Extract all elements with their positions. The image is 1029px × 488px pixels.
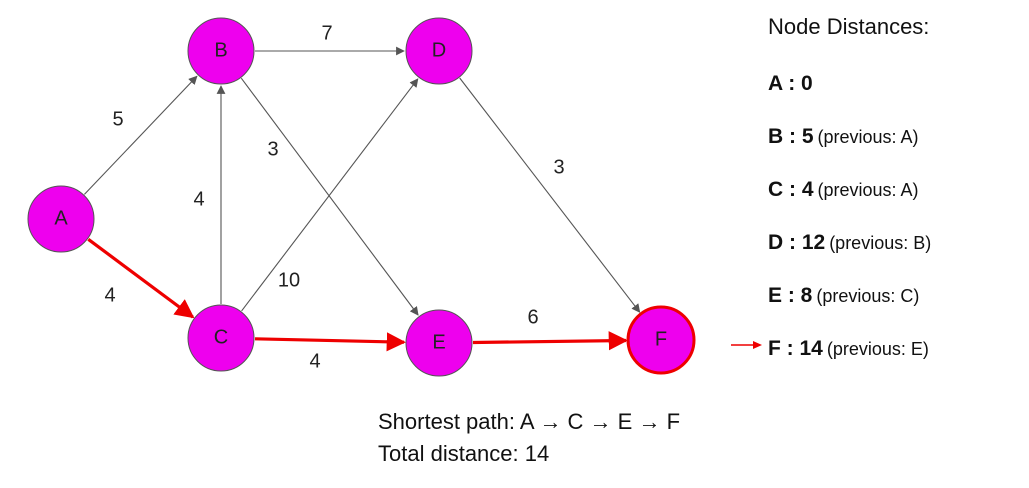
distance-value: E : 8 bbox=[768, 284, 813, 307]
edge-a-b bbox=[84, 75, 198, 195]
edge-weight-label: 5 bbox=[112, 108, 123, 130]
total-distance-text: Total distance: 14 bbox=[378, 441, 550, 466]
edges-layer: 5 4 4 7 3 10 4 3 6 bbox=[84, 22, 641, 372]
distance-row: F : 14(previous: E) bbox=[768, 337, 929, 365]
distance-row: A : 0 bbox=[768, 72, 817, 100]
previous-node: (previous: A) bbox=[817, 127, 919, 147]
nodes-layer: A B C D E F bbox=[27, 17, 696, 377]
node-c bbox=[187, 304, 255, 372]
edge-b-e bbox=[240, 77, 419, 316]
distance-row: B : 5(previous: A) bbox=[768, 125, 919, 153]
node-label: A bbox=[54, 207, 68, 229]
distance-value: C : 4 bbox=[768, 178, 814, 201]
edge-c-d bbox=[241, 78, 419, 312]
distance-row: D : 12(previous: B) bbox=[768, 231, 931, 259]
node-b bbox=[187, 17, 255, 85]
edge-weight-label: 3 bbox=[267, 138, 278, 160]
distance-value: D : 12 bbox=[768, 231, 826, 254]
edge-weight-label: 6 bbox=[527, 306, 538, 328]
edge-e-f bbox=[472, 331, 628, 351]
node-a bbox=[27, 185, 95, 253]
distance-value: B : 5 bbox=[768, 125, 814, 148]
edge-d-f bbox=[459, 77, 641, 313]
edge-c-e bbox=[254, 332, 406, 352]
previous-node: (previous: A) bbox=[817, 180, 919, 200]
panel-title: Node Distances: bbox=[768, 14, 930, 39]
node-d bbox=[405, 17, 473, 85]
previous-node: (previous: E) bbox=[826, 339, 929, 359]
distance-row: E : 8(previous: C) bbox=[768, 284, 919, 312]
shortest-path-text: Shortest path: A → C → E → F bbox=[378, 409, 681, 434]
graph-diagram: 5 4 4 7 3 10 4 3 6 A B C D E F bbox=[27, 17, 696, 377]
node-f bbox=[626, 305, 696, 375]
edge-weight-label: 4 bbox=[193, 188, 204, 210]
red-arrow-icon bbox=[731, 341, 762, 349]
node-label: D bbox=[432, 39, 446, 61]
distance-row: C : 4(previous: A) bbox=[768, 178, 919, 206]
edge-weight-label: 4 bbox=[309, 350, 320, 372]
previous-node: (previous: C) bbox=[816, 286, 920, 306]
node-label: E bbox=[432, 331, 445, 353]
edge-weight-label: 4 bbox=[104, 284, 115, 306]
edge-weight-label: 10 bbox=[278, 269, 300, 291]
distance-value: F : 14 bbox=[768, 337, 823, 360]
node-label: B bbox=[214, 39, 227, 61]
node-e bbox=[405, 309, 473, 377]
distance-value: A : 0 bbox=[768, 72, 813, 95]
edge-weight-label: 3 bbox=[553, 156, 564, 178]
edge-a-c bbox=[87, 238, 195, 319]
edge-weight-label: 7 bbox=[321, 22, 332, 44]
previous-node: (previous: B) bbox=[829, 233, 932, 253]
node-label: C bbox=[214, 326, 228, 348]
node-label: F bbox=[655, 328, 667, 350]
